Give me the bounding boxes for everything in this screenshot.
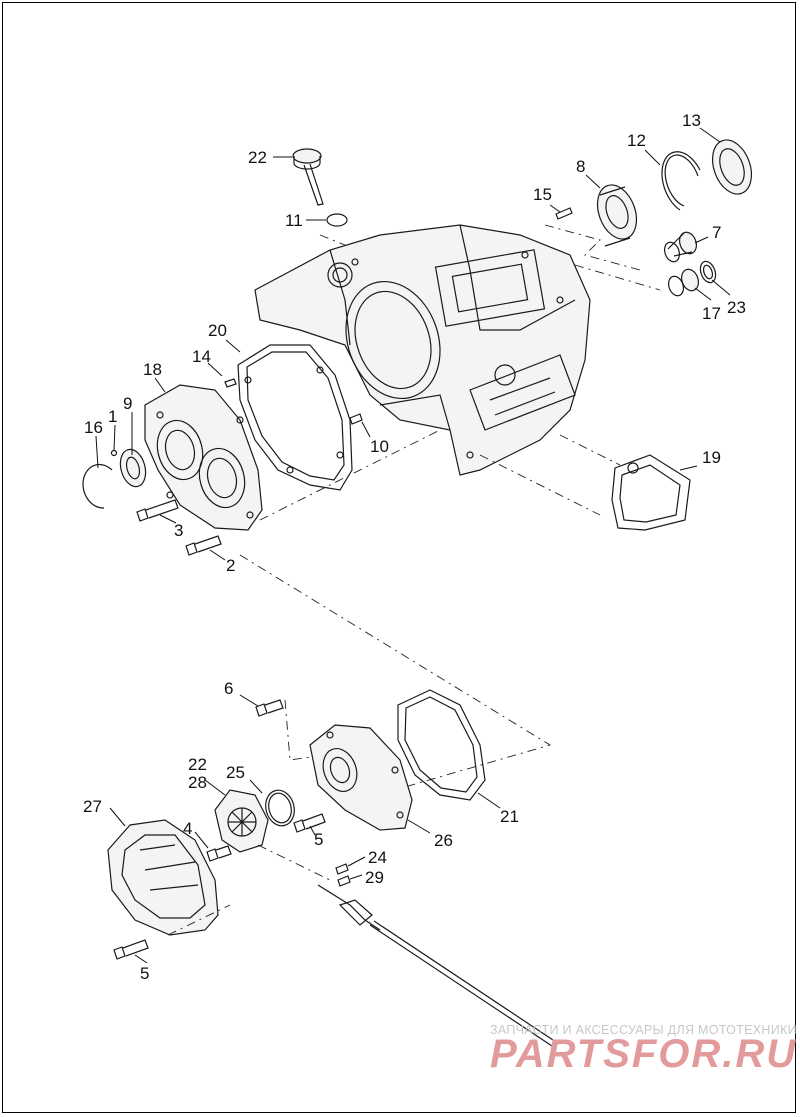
part-1-ball bbox=[110, 449, 118, 457]
callout-18: 18 bbox=[143, 360, 162, 379]
part-27-outer-cover bbox=[107, 819, 219, 936]
part-24-29-fittings bbox=[335, 863, 351, 887]
callout-labels: 22 11 13 12 8 15 7 17 23 19 20 14 18 9 1… bbox=[83, 111, 746, 983]
callout-17: 17 bbox=[702, 304, 721, 323]
part-9-bearing bbox=[119, 448, 147, 488]
callout-25: 25 bbox=[226, 763, 245, 782]
callout-22-top: 22 bbox=[248, 148, 267, 167]
callout-2: 2 bbox=[226, 556, 235, 575]
part-18-bearing-housing bbox=[144, 384, 263, 531]
part-7-needle-bearing bbox=[663, 231, 698, 263]
watermark-logo: PARTSFOR.RU bbox=[490, 1032, 798, 1076]
part-25-o-ring bbox=[265, 789, 295, 827]
callout-4: 4 bbox=[183, 819, 192, 838]
part-11-o-ring bbox=[326, 213, 348, 227]
callout-9: 9 bbox=[123, 394, 132, 413]
leader-lines bbox=[95, 127, 731, 964]
part-19-gasket bbox=[611, 454, 691, 531]
callout-26: 26 bbox=[434, 831, 453, 850]
callout-24: 24 bbox=[368, 848, 387, 867]
part-23-seal bbox=[699, 260, 717, 284]
callout-11: 11 bbox=[285, 211, 303, 230]
part-8-bearing bbox=[596, 184, 638, 247]
part-2-bolt bbox=[185, 535, 222, 556]
callout-19: 19 bbox=[702, 448, 721, 467]
assembly-lines-upper bbox=[239, 224, 661, 801]
part-3-bolt bbox=[136, 499, 179, 522]
callout-23: 23 bbox=[727, 298, 746, 317]
part-17-bushing bbox=[667, 268, 700, 297]
watermark-tagline: ЗАПЧАСТИ И АКСЕССУАРЫ ДЛЯ МОТОТЕХНИКИ bbox=[490, 1023, 797, 1037]
part-4-bolt bbox=[206, 845, 232, 862]
part-14-dowel bbox=[224, 378, 237, 388]
callout-29: 29 bbox=[365, 868, 384, 887]
callout-5-lower: 5 bbox=[140, 964, 149, 983]
part-20-gasket bbox=[237, 344, 353, 491]
part-21-gasket bbox=[397, 689, 486, 801]
part-15-dowel bbox=[555, 207, 573, 220]
clutch-cable bbox=[317, 884, 560, 1049]
callout-16: 16 bbox=[84, 418, 103, 437]
callout-6: 6 bbox=[224, 679, 233, 698]
part-5-bolt-lower bbox=[113, 939, 149, 960]
callout-21: 21 bbox=[500, 807, 519, 826]
part-12-retaining-ring bbox=[661, 151, 701, 211]
part-6-bolt bbox=[255, 699, 284, 717]
part-5-bolt-upper bbox=[293, 813, 326, 833]
callout-7: 7 bbox=[712, 223, 721, 242]
part-28-actuator bbox=[214, 789, 269, 853]
callout-12: 12 bbox=[627, 131, 646, 150]
callout-14: 14 bbox=[192, 347, 211, 366]
part-16-retaining-ring bbox=[82, 463, 113, 509]
part-26-cover bbox=[309, 724, 413, 831]
callout-5-upper: 5 bbox=[314, 830, 323, 849]
assembly-lines-lower bbox=[167, 844, 331, 936]
transmission-case bbox=[254, 224, 591, 476]
callout-3: 3 bbox=[174, 521, 183, 540]
part-13-seal bbox=[711, 139, 753, 195]
callout-22-bottom: 22 bbox=[188, 755, 207, 774]
callout-15: 15 bbox=[533, 185, 552, 204]
callout-10: 10 bbox=[370, 437, 389, 456]
callout-1: 1 bbox=[108, 407, 117, 426]
callout-28: 28 bbox=[188, 773, 207, 792]
callout-20: 20 bbox=[208, 321, 227, 340]
part-22-dipstick bbox=[292, 148, 324, 206]
part-10-dowel bbox=[349, 413, 363, 425]
callout-8: 8 bbox=[576, 157, 585, 176]
callout-27: 27 bbox=[83, 797, 102, 816]
callout-13: 13 bbox=[682, 111, 701, 130]
